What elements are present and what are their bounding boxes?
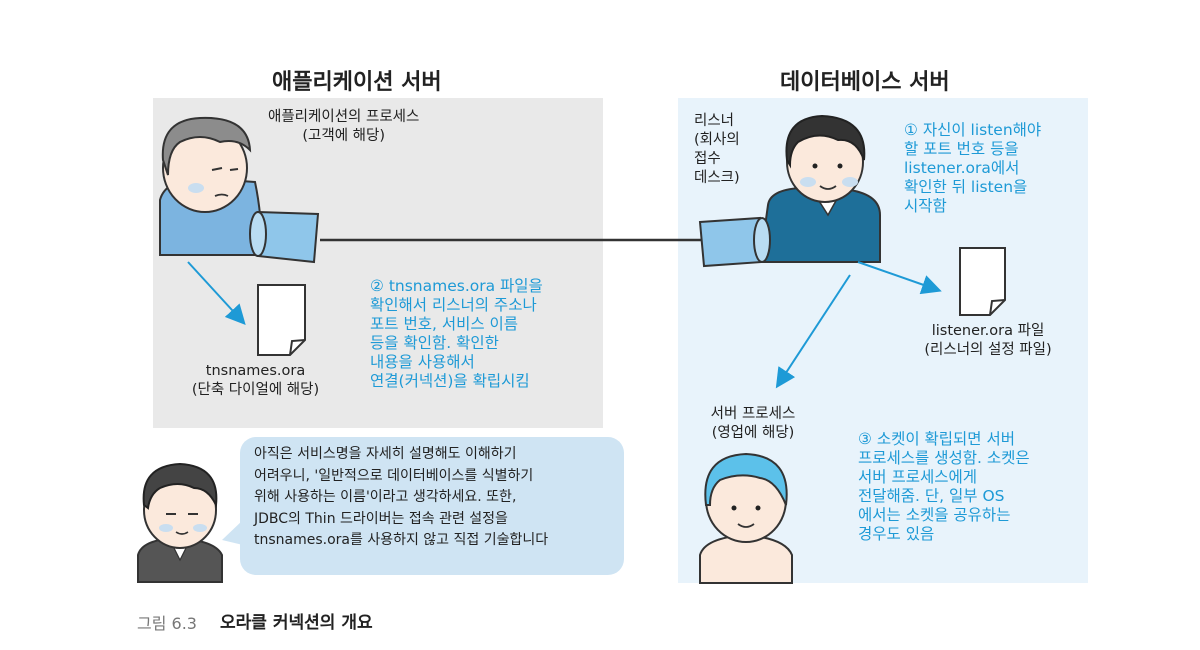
listener-file-icon [959, 247, 1006, 316]
server-process-label: 서버 프로세스 (영업에 해당) [710, 406, 796, 441]
tnsnames-label: tnsnames.ora (단축 다이얼에 해당) [191, 363, 320, 398]
figure-caption-title: 오라클 커넥션의 개요 [220, 613, 373, 633]
app-server-title: 애플리케이션 서버 [272, 70, 442, 95]
step2-note: ② tnsnames.ora 파일을 확인해서 리스너의 주소나 포트 번호, … [370, 277, 543, 390]
listener-cup-icon [698, 216, 771, 268]
listener-person-icon [758, 114, 881, 263]
app-process-label: 애플리케이션의 프로세스 (고객에 해당) [268, 109, 420, 144]
figure-number: 그림 6.3 [137, 614, 197, 633]
step3-note: ③ 소켓이 확립되면 서버 프로세스를 생성함. 소켓은 서버 프로세스에게 전… [858, 430, 1030, 543]
tnsnames-file-icon [257, 284, 306, 356]
bubble-line: 어려우니, '일반적으로 데이터베이스를 식별하기 [254, 467, 534, 484]
bubble-line: tnsnames.ora를 사용하지 않고 직접 기술합니다 [254, 532, 549, 548]
bubble-line: 위해 사용하는 이름'이라고 생각하세요. 또한, [254, 489, 517, 505]
customer-person-icon [159, 116, 264, 256]
bubble-line: JDBC의 Thin 드라이버는 접속 관련 설정을 [254, 510, 508, 527]
speech-bubble-text: 아직은 서비스명을 자세히 설명해도 이해하기 어려우니, '일반적으로 데이터… [254, 444, 548, 552]
speech-bubble [240, 437, 624, 575]
arrow-to-server-process [775, 274, 851, 389]
bubble-tail [222, 520, 243, 545]
arrow-to-listener-file [857, 261, 942, 295]
db-server-title: 데이터베이스 서버 [780, 70, 950, 95]
bubble-line: 아직은 서비스명을 자세히 설명해도 이해하기 [254, 446, 517, 462]
step1-note: ① 자신이 listen해야 할 포트 번호 등을 listener.ora에서… [904, 121, 1042, 215]
listener-file-label: listener.ora 파일 (리스너의 설정 파일) [924, 323, 1052, 358]
server-process-person-icon [699, 452, 793, 584]
listener-label: 리스너 (회사의 접수 데스크) [694, 113, 740, 186]
customer-cup-icon [249, 210, 320, 264]
arrow-to-tnsnames [187, 261, 246, 325]
explainer-person-icon [137, 462, 223, 583]
